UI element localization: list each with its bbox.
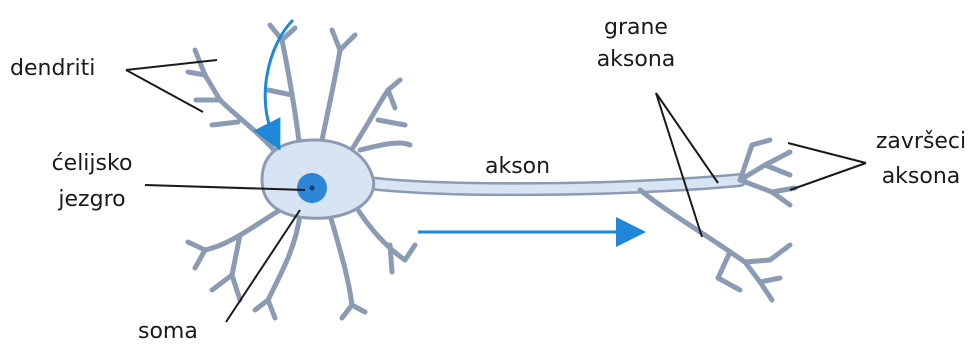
nucleus-label-line2: jezgro	[22, 186, 162, 214]
dendrites-label: dendriti	[10, 55, 95, 83]
axon-branches-label-line2: aksona	[576, 46, 696, 74]
axon-terminals	[740, 140, 795, 205]
nucleolus	[310, 186, 315, 191]
soma-label: soma	[138, 318, 198, 346]
axon-terminals-label-line1: završeci	[866, 128, 976, 156]
nucleus-label-line1: ćelijsko	[22, 150, 162, 178]
axon-branch	[640, 190, 790, 300]
axon-terminals-label-line2: aksona	[866, 163, 976, 191]
axon-branches-label-line1: grane	[576, 14, 696, 42]
axon-label: akson	[485, 153, 550, 181]
